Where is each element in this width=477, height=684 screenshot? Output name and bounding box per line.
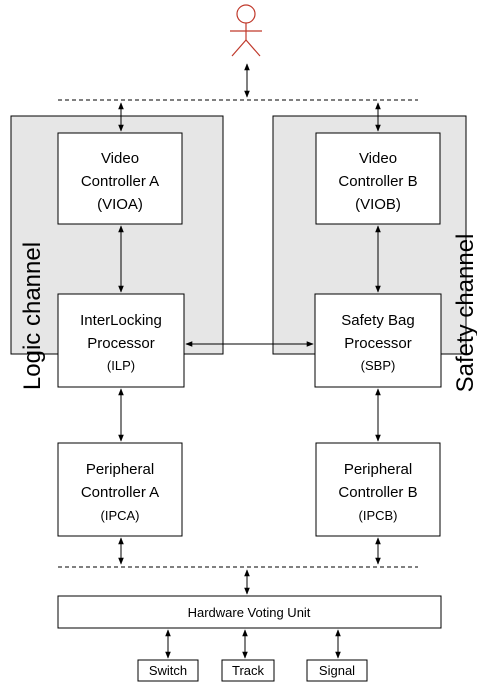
- ipca-line1: Peripheral: [86, 461, 154, 478]
- video-controller-a-block: Video Controller A (VIOA): [57, 132, 183, 225]
- vioa-line2: Controller A: [81, 173, 159, 190]
- hvu-label: Hardware Voting Unit: [188, 605, 311, 620]
- switch-label: Switch: [149, 663, 187, 678]
- interlocking-processor-block: InterLocking Processor (ILP): [57, 293, 185, 388]
- ipcb-line1: Peripheral: [344, 461, 412, 478]
- signal-label: Signal: [319, 663, 355, 678]
- viob-line2: Controller B: [338, 173, 417, 190]
- ipca-line3: (IPCA): [101, 508, 140, 523]
- ipcb-line3: (IPCB): [359, 508, 398, 523]
- safety-bag-processor-block: Safety Bag Processor (SBP): [314, 293, 442, 388]
- video-controller-b-block: Video Controller B (VIOB): [315, 132, 441, 225]
- ipcb-line2: Controller B: [338, 484, 417, 501]
- switch-device: Switch: [137, 659, 199, 682]
- logic-channel-label: Logic channel: [19, 242, 46, 390]
- signal-device: Signal: [306, 659, 368, 682]
- sbp-line2: Processor: [344, 335, 412, 352]
- sbp-line3: (SBP): [361, 358, 396, 373]
- hardware-voting-unit-block: Hardware Voting Unit: [57, 595, 442, 629]
- vioa-line1: Video: [101, 150, 139, 167]
- peripheral-controller-a-block: Peripheral Controller A (IPCA): [57, 442, 183, 537]
- track-label: Track: [232, 663, 265, 678]
- ilp-line3: (ILP): [107, 358, 135, 373]
- user-icon: [230, 4, 262, 57]
- viob-line3: (VIOB): [355, 196, 401, 213]
- viob-line1: Video: [359, 150, 397, 167]
- ipca-line2: Controller A: [81, 484, 159, 501]
- sbp-line1: Safety Bag: [341, 312, 414, 329]
- track-device: Track: [221, 659, 275, 682]
- ilp-line1: InterLocking: [80, 312, 162, 329]
- safety-channel-label: Safety channel: [452, 234, 477, 393]
- ilp-line2: Processor: [87, 335, 155, 352]
- peripheral-controller-b-block: Peripheral Controller B (IPCB): [315, 442, 441, 537]
- vioa-line3: (VIOA): [97, 196, 143, 213]
